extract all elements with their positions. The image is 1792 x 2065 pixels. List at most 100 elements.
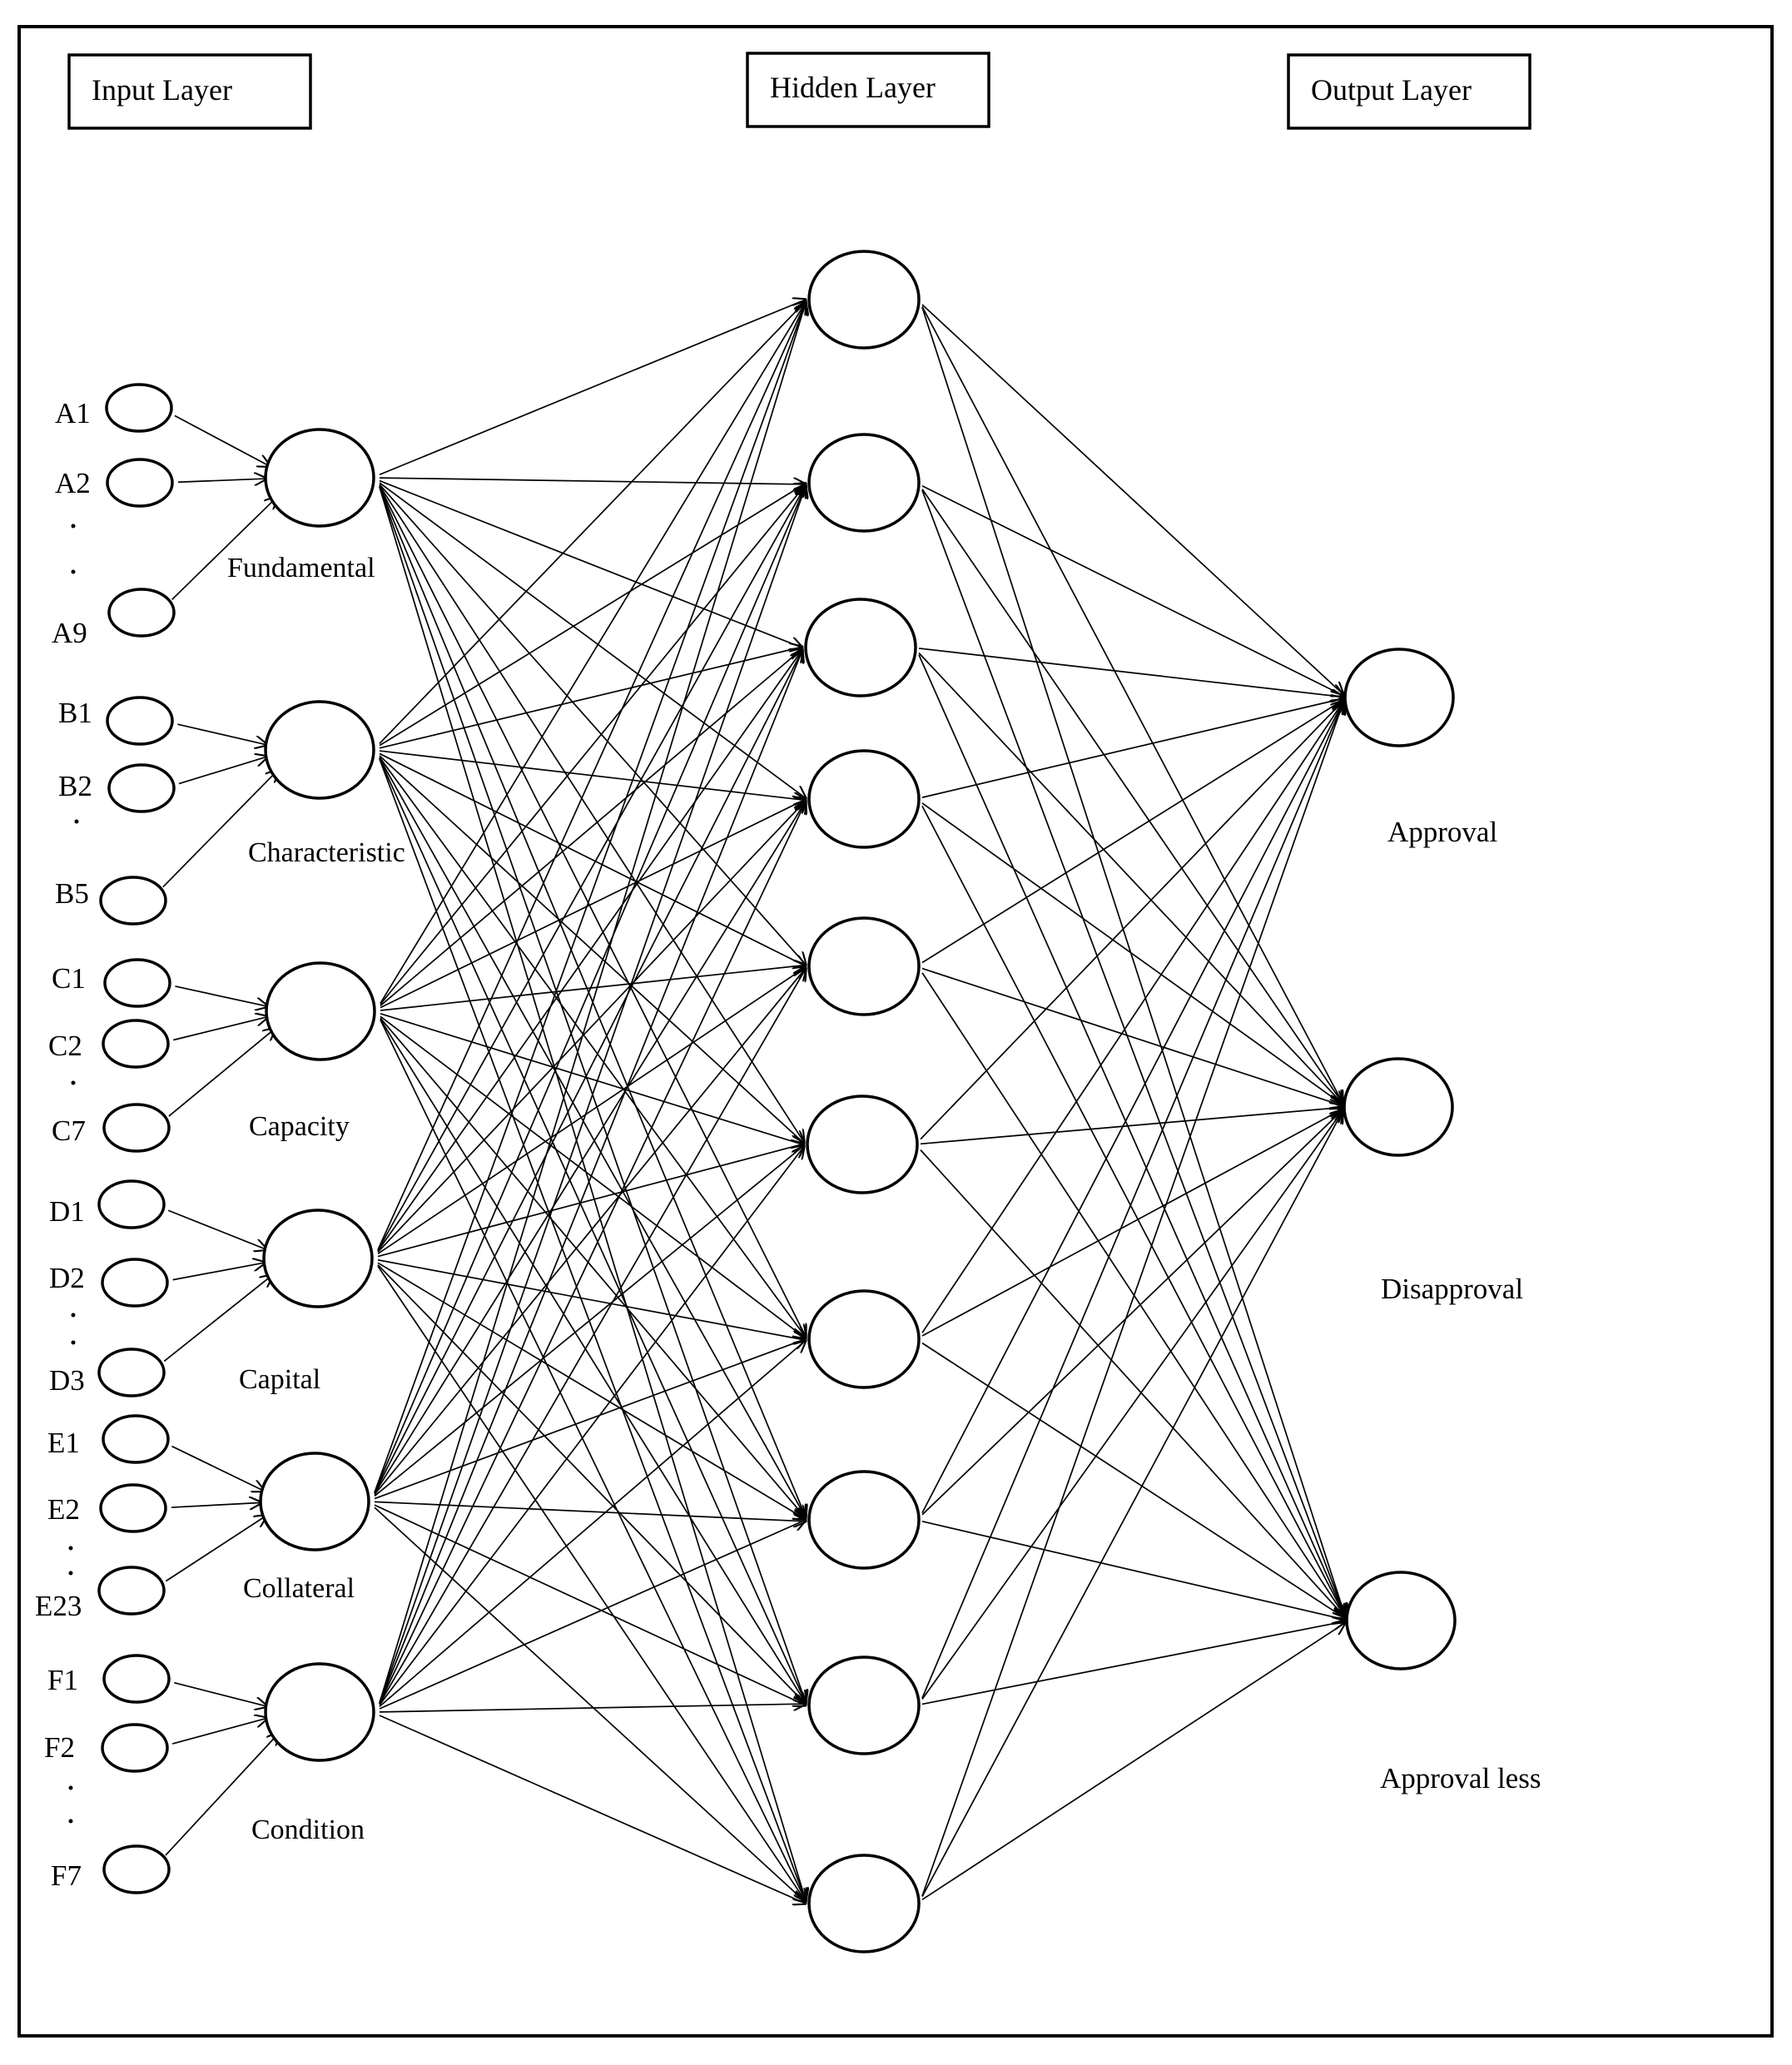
group-to-hidden-arrow [377, 967, 806, 1255]
hidden-to-output-arrow [918, 654, 1345, 1616]
hidden-layer-label: Hidden Layer [770, 71, 936, 104]
group-label: Characteristic [248, 837, 405, 868]
hidden-to-output-arrow [921, 698, 1343, 798]
hidden-node [807, 1289, 921, 1389]
group-label: Fundamental [227, 553, 375, 583]
group-to-hidden-arrow [377, 649, 802, 1252]
hidden-node [804, 598, 917, 697]
group-to-hidden-arrow [379, 484, 806, 965]
hidden-to-output-arrow [921, 802, 1343, 1104]
input-to-group-arrow [167, 1209, 266, 1249]
group-to-hidden-arrow [377, 1262, 806, 1519]
group-fundamental: A1 A2 A9 Fundamental [52, 397, 375, 649]
input-label: C1 [52, 962, 86, 995]
group-to-hidden-arrow [379, 1715, 806, 1904]
input-layer-label: Input Layer [92, 73, 232, 107]
group-to-hidden-arrow [379, 1146, 804, 1705]
hidden-node [807, 1470, 921, 1570]
input-node [102, 1414, 170, 1464]
hidden-node [807, 433, 921, 533]
input-to-group-arrow [173, 1017, 268, 1041]
group-to-hidden-arrow [374, 1501, 806, 1521]
input-to-group-arrow [162, 770, 278, 888]
hidden-to-output-arrow [921, 967, 1343, 1106]
output-label-approval: Approval [1387, 816, 1497, 848]
input-label: E23 [35, 1590, 82, 1622]
group-to-hidden-arrow [380, 1018, 806, 1703]
hidden-to-output-arrow [921, 1111, 1343, 1898]
input-layer-header: Input Layer [67, 53, 312, 130]
hidden-to-output-arrow [921, 700, 1343, 964]
input-to-group-arrow [171, 497, 277, 600]
input-label: E1 [47, 1427, 80, 1459]
group-to-hidden-arrow [379, 650, 802, 1704]
input-node [97, 1566, 166, 1616]
group-to-hidden-arrow [379, 752, 806, 965]
hidden-to-output-arrow [921, 1521, 1345, 1620]
hidden-to-output-arrow [921, 489, 1343, 1104]
group-to-hidden-arrow [379, 758, 806, 1901]
hidden-node [807, 749, 921, 849]
group-to-hidden-arrow [379, 1704, 806, 1713]
input-to-group-arrow [175, 985, 267, 1006]
group-to-hidden-arrow [379, 1520, 806, 1710]
hidden-to-output-arrow [920, 1149, 1345, 1617]
input-to-group-arrow [168, 1028, 276, 1117]
output-label-disapproval: Disapproval [1381, 1273, 1523, 1305]
input-node [107, 763, 176, 813]
hidden-layer-header: Hidden Layer [746, 52, 990, 128]
group-label: Collateral [243, 1573, 355, 1604]
input-node [99, 876, 167, 926]
output-node [1345, 1571, 1457, 1670]
hidden-to-output-arrow [921, 307, 1345, 1616]
group-to-hidden-arrow [374, 802, 806, 1494]
group-condition: F1 F2 F7 Condition [44, 1664, 365, 1892]
hidden-to-output-arrow [921, 1109, 1343, 1337]
hidden-node [806, 1095, 919, 1194]
hidden-node [807, 916, 921, 1016]
group-node [259, 1452, 370, 1551]
group-to-hidden-arrow [379, 755, 804, 1143]
hidden-to-output-arrow [921, 805, 1345, 1616]
nodes: A1 A2 A9 Fundamental B1 B2 B5 Characteri… [35, 250, 1541, 1953]
group-to-hidden-arrow [379, 477, 806, 484]
output-layer-label: Output Layer [1311, 73, 1472, 107]
input-label: D3 [49, 1364, 85, 1397]
hidden-to-output-arrow [921, 1623, 1345, 1901]
input-node [101, 1258, 169, 1308]
input-to-group-arrow [171, 1718, 267, 1745]
group-to-hidden-arrow [379, 647, 802, 749]
input-label: A1 [55, 397, 91, 429]
group-to-hidden-arrow [379, 802, 806, 1705]
input-label: F1 [47, 1664, 78, 1696]
group-characteristic: B1 B2 B5 Characteristic [55, 697, 405, 910]
group-to-hidden-arrow [379, 484, 804, 1142]
hidden-to-output-arrow [918, 652, 1343, 1104]
input-label: B2 [58, 770, 92, 802]
group-to-hidden-arrow [377, 1144, 804, 1258]
group-to-hidden-arrow [374, 650, 802, 1494]
group-to-hidden-arrow [379, 969, 806, 1705]
outer-frame [17, 25, 1774, 2038]
group-to-hidden-arrow [379, 1340, 806, 1707]
input-node [97, 1348, 166, 1397]
input-node [97, 1179, 166, 1229]
hidden-node [807, 1854, 921, 1953]
input-label: A2 [55, 467, 91, 499]
hidden-to-output-arrow [921, 304, 1343, 694]
input-to-group-arrow [172, 1263, 266, 1281]
hidden-to-output-arrow [921, 489, 1345, 1616]
group-node [264, 1662, 375, 1762]
group-to-hidden-arrow [374, 1145, 804, 1497]
group-to-hidden-arrow [380, 799, 806, 1009]
group-to-hidden-arrow [380, 1019, 806, 1901]
input-to-group-arrow [165, 1733, 280, 1856]
input-node [101, 1723, 169, 1773]
group-to-hidden-arrow [374, 485, 806, 1493]
input-label: C2 [48, 1030, 82, 1062]
input-label: A9 [52, 617, 87, 649]
input-label: D1 [49, 1195, 85, 1228]
group-to-hidden-arrow [380, 1017, 806, 1518]
group-to-hidden-arrow [379, 757, 806, 1517]
group-to-hidden-arrow [377, 1264, 806, 1705]
